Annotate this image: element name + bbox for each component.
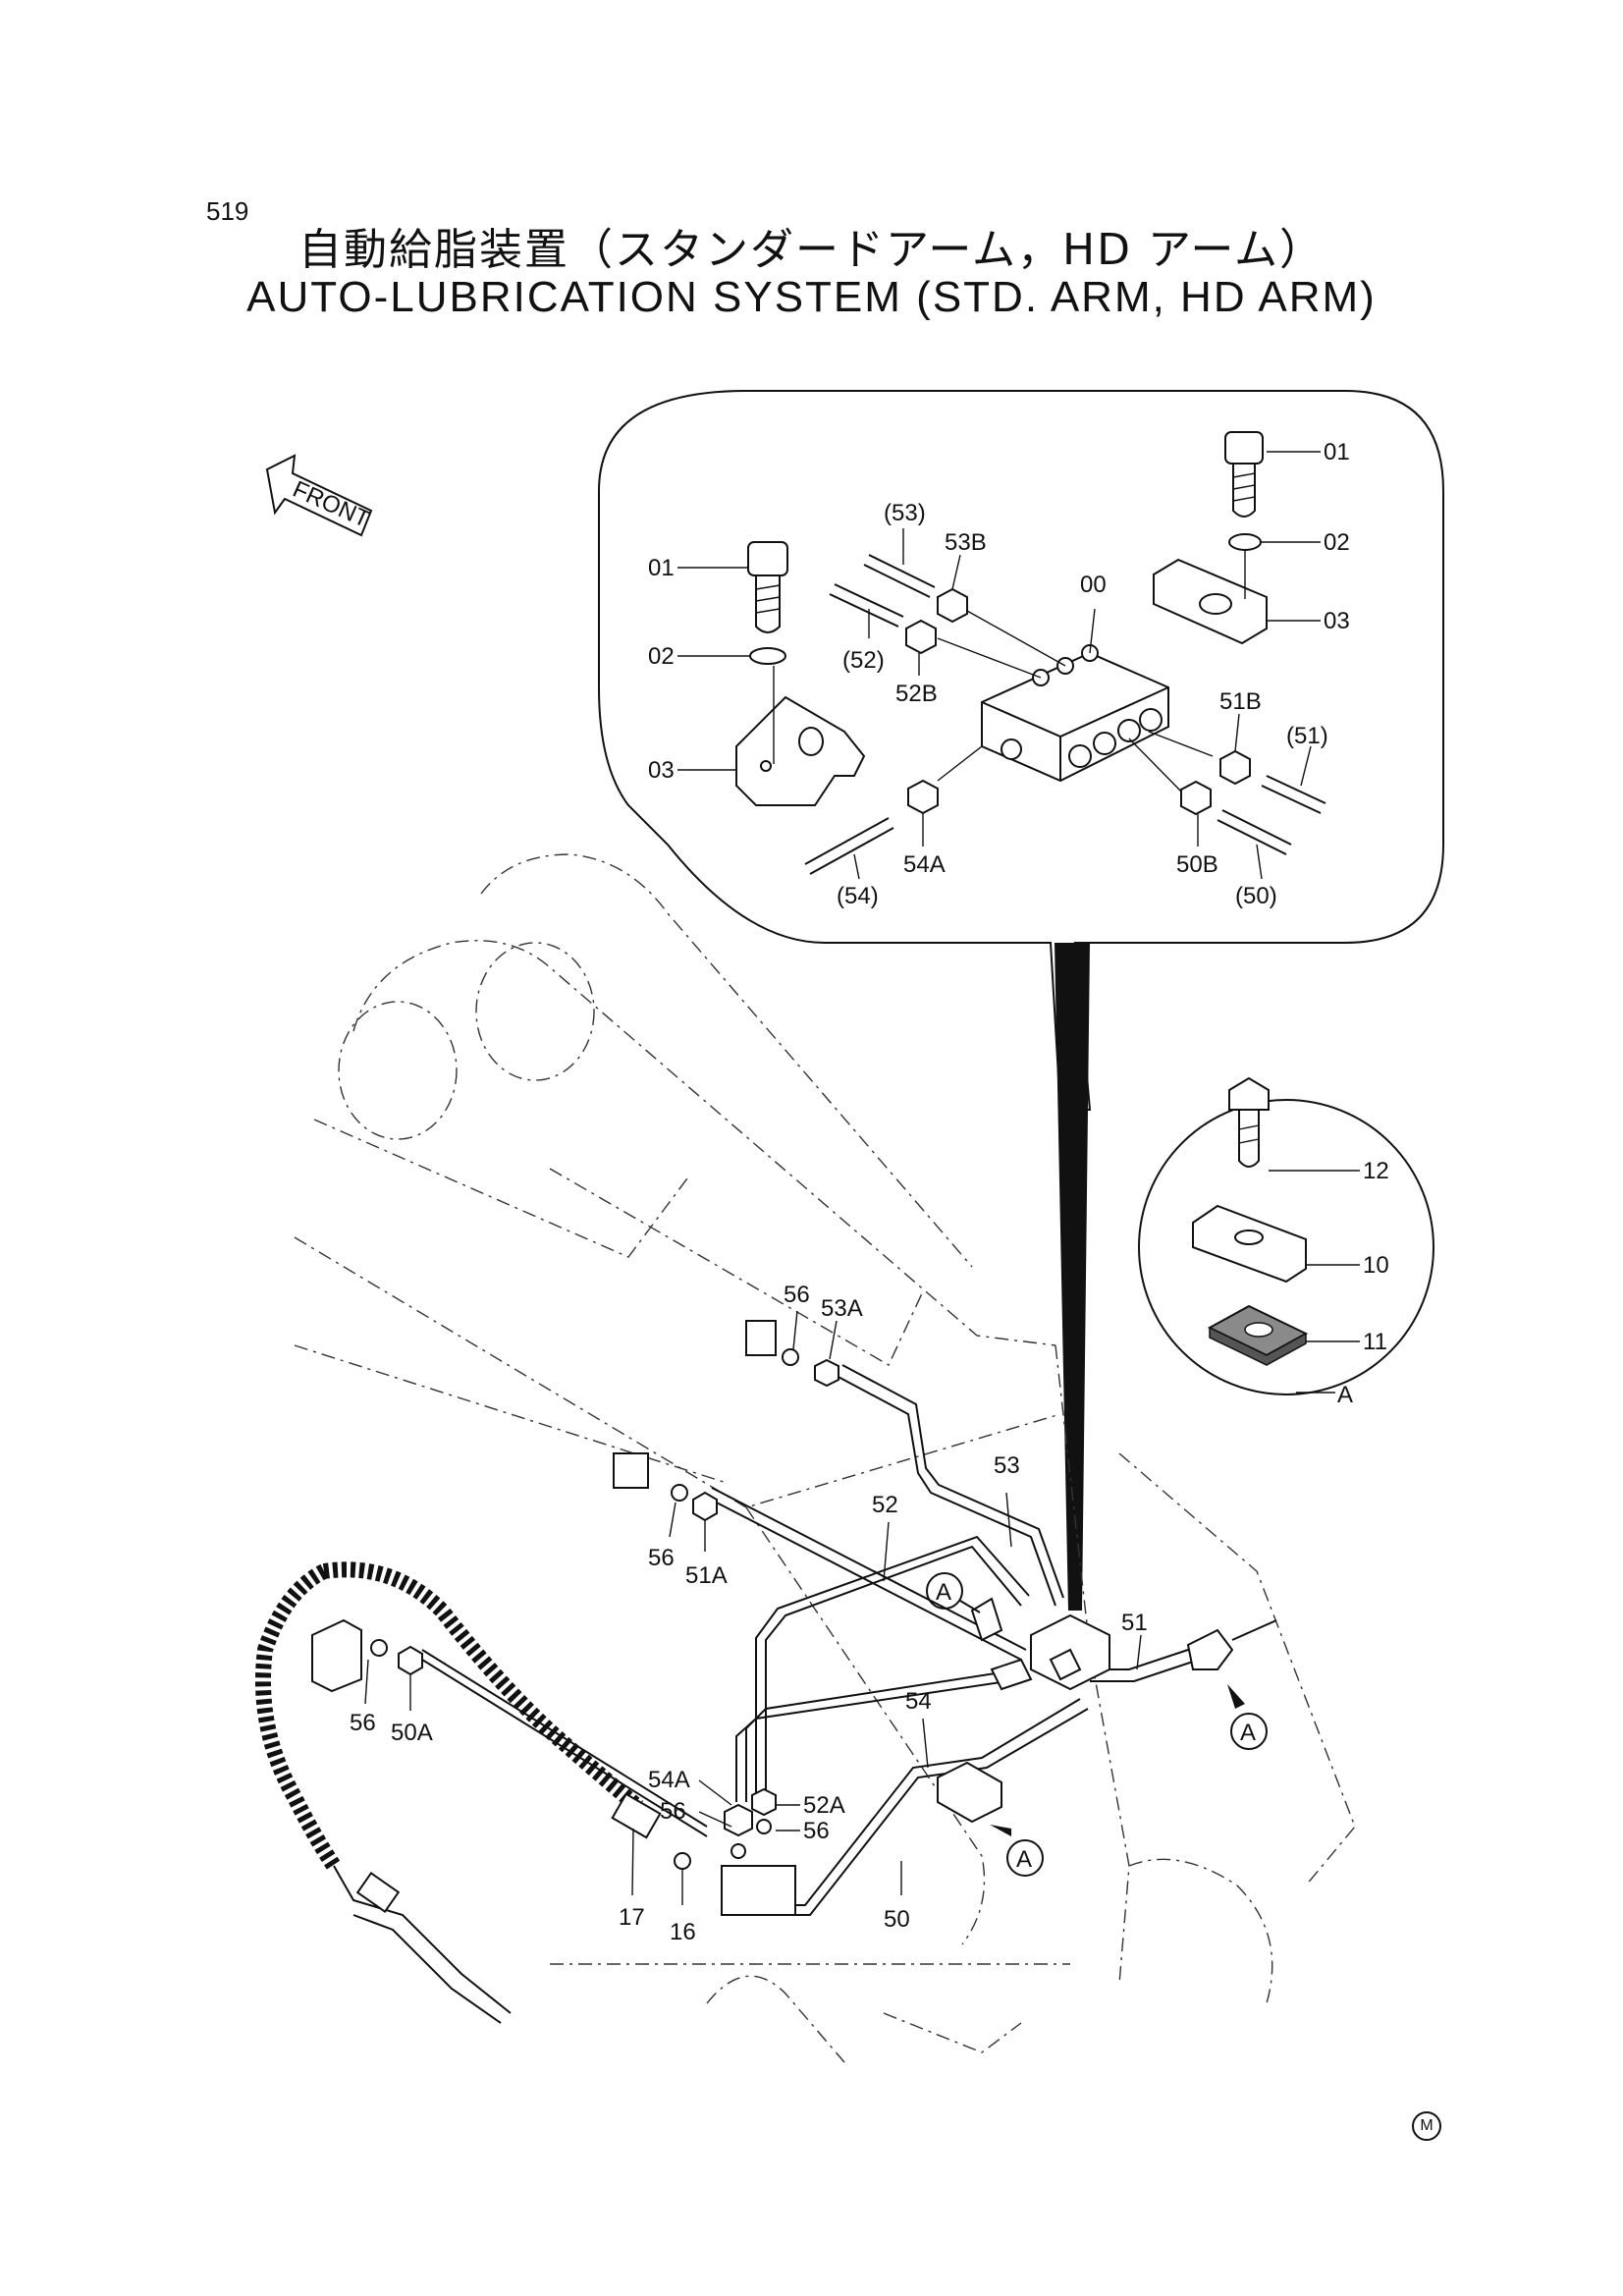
label-03-left: 03 xyxy=(648,757,675,784)
label-53B: 53B xyxy=(945,529,987,556)
callout-a-3: A xyxy=(990,1825,1044,1877)
title-english: AUTO-LUBRICATION SYSTEM (STD. ARM, HD AR… xyxy=(246,273,1377,321)
svg-text:A: A xyxy=(936,1579,951,1606)
label-56-e: 56 xyxy=(803,1818,830,1844)
label-52: 52 xyxy=(872,1492,898,1518)
label-53-inset: (53) xyxy=(884,500,926,526)
tube-52 xyxy=(829,583,904,628)
nut-54A-icon xyxy=(907,779,939,815)
label-12: 12 xyxy=(1363,1158,1389,1184)
label-50A: 50A xyxy=(391,1720,433,1746)
clamp-icon xyxy=(1192,1204,1307,1284)
label-10: 10 xyxy=(1363,1252,1389,1279)
label-54-inset: (54) xyxy=(837,883,879,909)
inset-parts: 01 02 03 (53) (52) 53B 52B xyxy=(648,431,1350,909)
front-arrow-icon: FRONT xyxy=(265,454,374,537)
label-52A: 52A xyxy=(803,1792,845,1819)
tube-53 xyxy=(863,554,936,598)
arm-outline xyxy=(294,853,1356,2063)
grease-point-block xyxy=(721,1865,796,1916)
label-detail-a: A xyxy=(1337,1382,1353,1408)
washer-icon xyxy=(749,647,786,665)
label-51: 51 xyxy=(1121,1610,1148,1636)
grease-point-block xyxy=(311,1618,362,1693)
label-01-right: 01 xyxy=(1324,439,1350,465)
label-51A: 51A xyxy=(685,1562,728,1589)
label-11: 11 xyxy=(1363,1329,1387,1355)
label-51B: 51B xyxy=(1219,688,1262,715)
label-17: 17 xyxy=(619,1904,645,1931)
main-labels: 56 53A 53 52 56 51A 51 56 50A 54 54A 56 … xyxy=(350,1282,1148,1945)
nut-51B-icon xyxy=(1219,749,1251,786)
label-53A: 53A xyxy=(821,1295,863,1322)
bolt-icon xyxy=(1228,1076,1270,1168)
title-japanese: 自動給脂装置（スタンダードアーム，HD アーム） xyxy=(298,225,1325,275)
pipe-54 xyxy=(735,1668,1022,1802)
label-02-left: 02 xyxy=(648,643,675,670)
page-number: 519 xyxy=(206,196,249,226)
tube-51 xyxy=(1261,775,1326,814)
label-56-b: 56 xyxy=(648,1545,675,1571)
callout-a-2: A xyxy=(1227,1684,1268,1750)
label-50-inset: (50) xyxy=(1235,883,1277,909)
label-54: 54 xyxy=(905,1688,932,1715)
tube-54 xyxy=(804,817,894,875)
detail-a-view: 12 10 11 A xyxy=(1138,1076,1434,1408)
bolt-icon xyxy=(1224,431,1264,518)
flexible-hose xyxy=(255,1561,662,2024)
main-distributor-icon xyxy=(990,1613,1110,1691)
nut-52B-icon xyxy=(905,619,937,655)
clamp-icon xyxy=(1186,1619,1277,1670)
svg-text:A: A xyxy=(1016,1846,1032,1873)
inset-panel xyxy=(598,390,1444,1611)
label-56-c: 56 xyxy=(350,1710,376,1736)
label-02-right: 02 xyxy=(1324,529,1350,556)
label-03-right: 03 xyxy=(1324,608,1350,634)
callout-a-1: A xyxy=(926,1572,981,1613)
label-52B: 52B xyxy=(895,681,938,707)
bolt-icon xyxy=(747,541,788,633)
label-01-left: 01 xyxy=(648,555,675,581)
plate-icon xyxy=(1207,1304,1309,1366)
pipe-52 xyxy=(765,1545,1022,1797)
clamp-icon xyxy=(1153,550,1268,645)
label-50B: 50B xyxy=(1176,851,1218,878)
svg-text:A: A xyxy=(1240,1720,1256,1746)
nut-53B-icon xyxy=(937,587,968,624)
distributor-block-icon xyxy=(937,610,1214,794)
footer-mark: M xyxy=(1412,2111,1441,2141)
pipe-51A xyxy=(706,1497,1022,1661)
front-label: FRONT xyxy=(289,476,374,533)
washer-icon xyxy=(1228,533,1262,551)
grease-point-block xyxy=(613,1452,649,1489)
label-54A-inset: 54A xyxy=(903,851,946,878)
tube-50 xyxy=(1217,809,1292,855)
label-56-a: 56 xyxy=(784,1282,810,1308)
pipe-53 xyxy=(834,1374,1056,1607)
label-00: 00 xyxy=(1080,572,1107,598)
bracket-icon xyxy=(735,666,866,806)
label-53: 53 xyxy=(994,1452,1020,1479)
grease-pipes xyxy=(421,1364,1223,1916)
label-16: 16 xyxy=(670,1919,696,1945)
clamp-icon xyxy=(937,1761,1002,1824)
label-52-inset: (52) xyxy=(842,647,885,674)
grease-point-block xyxy=(745,1320,777,1356)
label-51-inset: (51) xyxy=(1286,723,1328,749)
nut-50B-icon xyxy=(1180,780,1212,816)
label-50: 50 xyxy=(884,1906,910,1933)
label-54A: 54A xyxy=(648,1767,690,1793)
label-56-d: 56 xyxy=(660,1798,686,1825)
clamp-icon xyxy=(970,1597,1003,1642)
